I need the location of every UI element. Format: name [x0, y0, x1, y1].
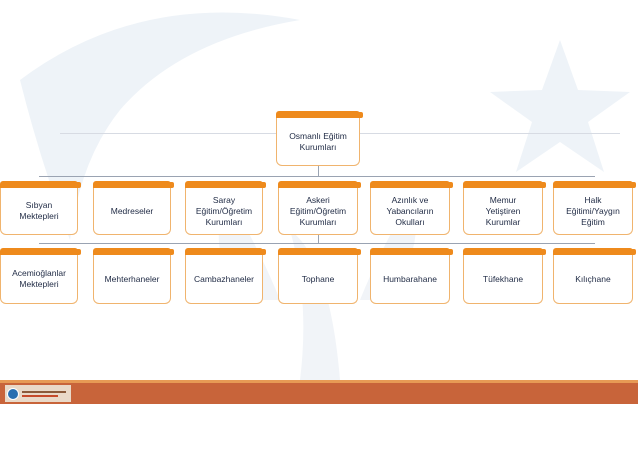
node-card: Saray Eğitim/Öğretim Kurumları — [185, 188, 263, 235]
node-tab — [185, 181, 263, 189]
node-tab — [463, 248, 543, 256]
node-label: Mehterhaneler — [104, 273, 160, 284]
node-corner — [630, 249, 636, 255]
node-root[interactable]: Osmanlı Eğitim Kurumları — [276, 111, 363, 166]
logo-wordmark — [22, 390, 66, 397]
node-card: Cambazhaneler — [185, 255, 263, 304]
node-label: Memur Yetiştiren Kurumlar — [485, 194, 521, 227]
node-label: Osmanlı Eğitim Kurumları — [289, 130, 347, 152]
connector-level1-bus — [39, 176, 595, 177]
footer-accent-line — [0, 380, 638, 383]
connector-level2-bus — [39, 243, 595, 244]
node-halk-egitimi[interactable]: Halk Eğitimi/Yaygın Eğitim — [553, 181, 636, 235]
university-logo — [5, 385, 71, 402]
node-corner — [447, 182, 453, 188]
node-corner — [75, 182, 81, 188]
footer-bar — [0, 383, 638, 404]
node-tab — [185, 248, 263, 256]
node-label: Askeri Eğitim/Öğretim Kurumları — [289, 194, 347, 227]
node-corner — [355, 249, 361, 255]
node-corner — [168, 249, 174, 255]
node-card: Tophane — [278, 255, 358, 304]
node-corner — [447, 249, 453, 255]
node-memur-kurumlar[interactable]: Memur Yetiştiren Kurumlar — [463, 181, 546, 235]
node-card: Azınlık ve Yabancıların Okulları — [370, 188, 450, 235]
node-label: Tophane — [301, 273, 335, 284]
node-label: Cambazhaneler — [193, 273, 254, 284]
node-cambazhaneler[interactable]: Cambazhaneler — [185, 248, 266, 304]
node-label: Azınlık ve Yabancıların Okulları — [386, 194, 434, 227]
connector-root-down — [318, 166, 319, 176]
node-corner — [260, 182, 266, 188]
node-tab — [0, 248, 78, 256]
node-kilichane[interactable]: Kılıçhane — [553, 248, 636, 304]
node-tab — [276, 111, 360, 119]
node-tophane[interactable]: Tophane — [278, 248, 361, 304]
node-corner — [540, 249, 546, 255]
node-tab — [553, 181, 633, 189]
node-medreseler[interactable]: Medreseler — [93, 181, 174, 235]
node-tab — [553, 248, 633, 256]
node-label: Acemioğlanlar Mektepleri — [12, 268, 66, 289]
node-label: Halk Eğitimi/Yaygın Eğitim — [566, 194, 620, 227]
node-tab — [278, 181, 358, 189]
node-card: Mehterhaneler — [93, 255, 171, 304]
node-corner — [630, 182, 636, 188]
node-label: Kılıçhane — [575, 273, 611, 284]
node-tufekhane[interactable]: Tüfekhane — [463, 248, 546, 304]
node-tab — [370, 248, 450, 256]
node-card: Askeri Eğitim/Öğretim Kurumları — [278, 188, 358, 235]
node-corner — [355, 182, 361, 188]
node-tab — [463, 181, 543, 189]
node-azinlik-okullari[interactable]: Azınlık ve Yabancıların Okulları — [370, 181, 453, 235]
logo-emblem-icon — [7, 387, 19, 400]
node-tab — [93, 248, 171, 256]
node-card: Halk Eğitimi/Yaygın Eğitim — [553, 188, 633, 235]
node-label: Sıbyan Mektepleri — [19, 200, 59, 221]
node-askeri-egitim[interactable]: Askeri Eğitim/Öğretim Kurumları — [278, 181, 361, 235]
node-tab — [93, 181, 171, 189]
node-tab — [0, 181, 78, 189]
node-label: Saray Eğitim/Öğretim Kurumları — [195, 194, 253, 227]
node-label: Humbarahane — [383, 273, 437, 284]
node-corner — [540, 182, 546, 188]
node-tab — [370, 181, 450, 189]
node-card: Kılıçhane — [553, 255, 633, 304]
node-label: Medreseler — [110, 205, 154, 216]
node-card: Osmanlı Eğitim Kurumları — [276, 118, 360, 166]
node-sibyan-mektepleri[interactable]: Sıbyan Mektepleri — [0, 181, 81, 235]
node-corner — [168, 182, 174, 188]
node-card: Sıbyan Mektepleri — [0, 188, 78, 235]
node-corner — [357, 112, 363, 118]
node-label: Tüfekhane — [482, 273, 524, 284]
node-card: Memur Yetiştiren Kurumlar — [463, 188, 543, 235]
node-card: Acemioğlanlar Mektepleri — [0, 255, 78, 304]
node-acemioglanlar[interactable]: Acemioğlanlar Mektepleri — [0, 248, 81, 304]
node-card: Humbarahane — [370, 255, 450, 304]
node-humbarahane[interactable]: Humbarahane — [370, 248, 453, 304]
node-card: Tüfekhane — [463, 255, 543, 304]
connector-askeri-down — [318, 235, 319, 243]
node-card: Medreseler — [93, 188, 171, 235]
node-tab — [278, 248, 358, 256]
node-saray-egitim[interactable]: Saray Eğitim/Öğretim Kurumları — [185, 181, 266, 235]
node-mehterhaneler[interactable]: Mehterhaneler — [93, 248, 174, 304]
node-corner — [260, 249, 266, 255]
node-corner — [75, 249, 81, 255]
